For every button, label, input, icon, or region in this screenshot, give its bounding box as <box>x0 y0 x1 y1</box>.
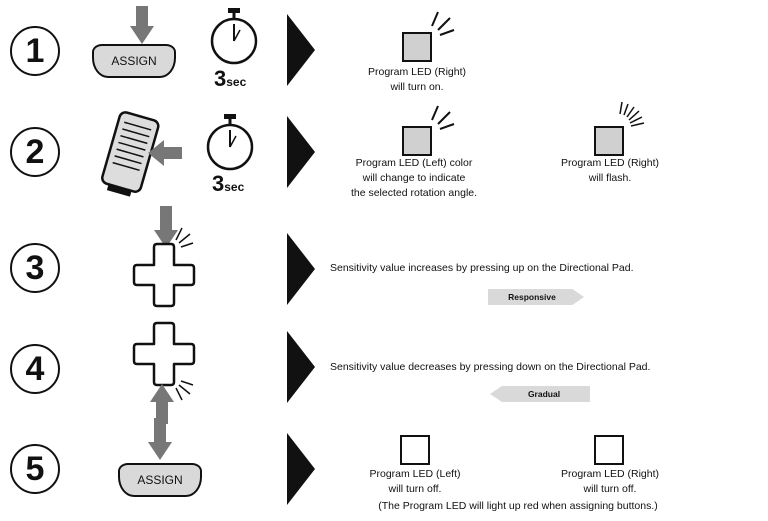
responsive-badge: Responsive <box>488 289 584 305</box>
caption-line: Program LED (Left) color <box>355 157 473 169</box>
step-2-right-caption: Program LED (Right) will flash. <box>540 156 680 186</box>
step-5-note: (The Program LED will light up red when … <box>378 500 658 512</box>
press-mark-icon <box>175 227 194 248</box>
timer-duration: 3sec <box>214 66 246 92</box>
step-3-description: Sensitivity value increases by pressing … <box>330 262 634 274</box>
led-right-off <box>594 435 624 465</box>
play-triangle-icon <box>287 331 315 403</box>
caption-line: will turn off. <box>583 483 637 495</box>
down-arrow-icon <box>148 418 172 460</box>
stopwatch-icon <box>210 8 258 65</box>
stopwatch-icon <box>206 114 254 171</box>
press-mark-icon <box>175 380 194 401</box>
led-left-off <box>400 435 430 465</box>
left-arrow-icon <box>148 140 182 166</box>
step-5-left-caption: Program LED (Left) will turn off. <box>346 467 484 497</box>
directional-pad-icon <box>132 321 196 387</box>
timer-value: 3 <box>214 66 227 91</box>
step-1-number: 1 <box>10 26 60 76</box>
step-5-number: 5 <box>10 444 60 494</box>
caption-line: Program LED (Right) <box>560 157 660 169</box>
play-triangle-icon <box>287 233 315 305</box>
caption-line: the selected rotation angle. <box>350 187 478 199</box>
gradual-badge: Gradual <box>490 386 590 402</box>
timer-value: 3 <box>212 171 225 196</box>
step-3-number: 3 <box>10 243 60 293</box>
step-4-description: Sensitivity value decreases by pressing … <box>330 361 651 373</box>
led-left-indicator <box>402 126 432 156</box>
assign-button: ASSIGN <box>118 463 202 497</box>
play-triangle-icon <box>287 14 315 86</box>
timer-unit: sec <box>224 180 245 194</box>
timer-unit: sec <box>226 75 247 89</box>
caption-line: will change to indicate <box>362 172 466 184</box>
play-triangle-icon <box>287 116 315 188</box>
step-2-left-caption: Program LED (Left) color will change to … <box>321 156 507 201</box>
led-right-flashing <box>594 126 624 156</box>
led-right-on <box>402 32 432 62</box>
caption-line: Program LED (Right) <box>560 468 660 480</box>
assign-button: ASSIGN <box>92 44 176 78</box>
led-flash-icon <box>619 101 645 127</box>
step-2-number: 2 <box>10 127 60 177</box>
joystick-module-icon <box>101 111 160 197</box>
caption-line: Program LED (Left) <box>369 468 461 480</box>
caption-line: Program LED (Right) <box>367 66 467 78</box>
caption-line: will turn off. <box>388 483 442 495</box>
down-arrow-icon <box>130 6 154 44</box>
directional-pad-icon <box>132 242 196 308</box>
step-4-number: 4 <box>10 344 60 394</box>
led-glow-icon <box>431 11 455 36</box>
timer-duration: 3sec <box>212 171 244 197</box>
step-1-caption: Program LED (Right) will turn on. <box>331 65 503 95</box>
step-5-right-caption: Program LED (Right) will turn off. <box>540 467 680 497</box>
play-triangle-icon <box>287 433 315 505</box>
caption-line: will flash. <box>588 172 632 184</box>
led-glow-icon <box>431 105 455 130</box>
caption-line: will turn on. <box>390 81 444 93</box>
down-arrow-icon <box>154 206 178 248</box>
